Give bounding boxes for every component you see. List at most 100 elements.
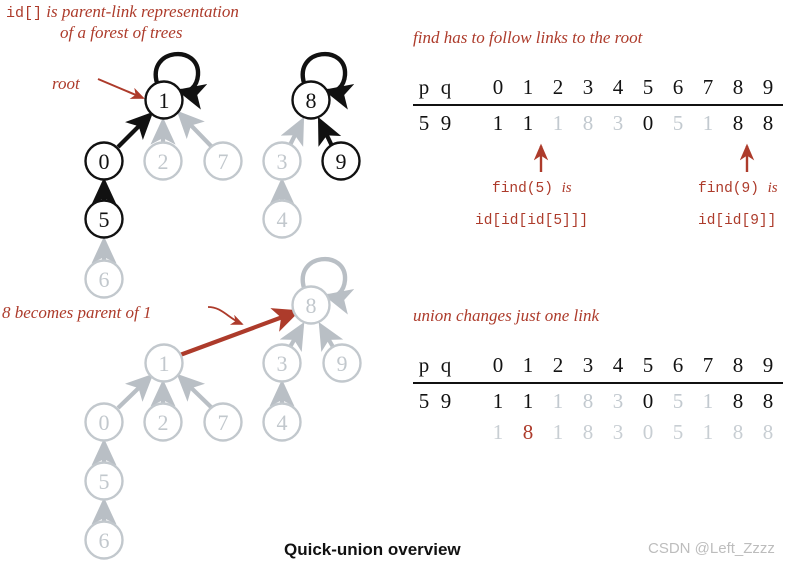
edge-self-loop-8-bottom: [300, 256, 355, 315]
edge-9-to-8-bottom: [318, 321, 344, 352]
col-header-4: 4: [612, 353, 624, 377]
find-table-body: 5 9 1 1 1 8 3 0 5 1 8 8: [413, 108, 783, 138]
node-top-5: 5: [84, 199, 124, 239]
node-bottom-0: 0: [84, 402, 124, 442]
find9-code: find(9): [698, 181, 759, 197]
find5-annotation-line1: find(5) is: [492, 180, 572, 197]
node-bottom-9: 9: [322, 343, 362, 383]
node-label: 6: [99, 267, 110, 292]
col-header-8: 8: [732, 353, 744, 377]
union-table-rule: [413, 382, 783, 385]
col-header-7: 7: [702, 353, 714, 377]
node-label: 7: [218, 410, 229, 435]
union-table-body: 5 9 1 1 1 8 3 0 5 1 8 8 1 8 1: [413, 386, 783, 447]
col-header-2: 2: [552, 353, 564, 377]
col-header-6: 6: [672, 353, 684, 377]
cell-id-7: 1: [702, 111, 714, 136]
cell-q-empty: [435, 417, 457, 447]
table-row: 5 9 1 1 1 8 3 0 5 1 8 8: [413, 108, 783, 138]
union-table-header-row: p q 0 1 2 3 4 5 6 7 8 9: [413, 350, 783, 382]
col-header-1: 1: [522, 353, 534, 377]
find-table-grid: p q 0 1 2 3 4 5 6 7 8 9: [413, 72, 783, 104]
col-header-p: p: [418, 75, 430, 99]
node-bottom-4: 4: [262, 402, 302, 442]
cell-id-4: 3: [612, 389, 624, 414]
cell-id-8: 8: [732, 389, 744, 414]
node-label: 2: [158, 149, 169, 174]
edge-0-to-1: [116, 111, 154, 149]
node-label: 0: [99, 410, 110, 435]
union-note-pointer-arrow: [207, 306, 244, 325]
node-top-3: 3: [262, 141, 302, 181]
header-code: id[]: [6, 5, 43, 22]
edge-7-to-1: [176, 110, 214, 149]
node-label: 9: [337, 351, 348, 376]
col-header-3: 3: [582, 75, 594, 99]
header-line-1: id[] is parent-link representation: [6, 1, 239, 24]
col-spacer: [457, 72, 483, 104]
node-label: 8: [306, 88, 317, 113]
node-label: 6: [99, 528, 110, 553]
union-note-label: 8 becomes parent of 1: [2, 303, 152, 322]
cell-id-0: 1: [492, 389, 504, 414]
cell-id-8: 8: [732, 111, 744, 136]
cell-updated-id-2: 1: [552, 419, 564, 444]
cell-id-1: 1: [522, 111, 534, 136]
top-tree-nodes: 1 0 2 7 5 6 8: [84, 80, 361, 299]
cell-updated-id-7: 1: [702, 419, 714, 444]
col-header-p: p: [418, 353, 430, 377]
cell-id-7: 1: [702, 389, 714, 414]
node-top-4: 4: [262, 199, 302, 239]
union-table: p q 0 1 2 3 4 5 6 7 8 9 5 9 1 1: [413, 350, 783, 447]
cell-spacer: [457, 108, 483, 138]
col-header-3: 3: [582, 353, 594, 377]
cell-id-5: 0: [642, 389, 654, 414]
find-table: p q 0 1 2 3 4 5 6 7 8 9 5 9 1 1: [413, 72, 783, 139]
node-bottom-1: 1: [144, 343, 184, 383]
cell-id-6: 5: [672, 111, 684, 136]
node-label: 3: [277, 351, 288, 376]
union-table-grid: p q 0 1 2 3 4 5 6 7 8 9: [413, 350, 783, 382]
edge-self-loop-8: [300, 51, 355, 110]
union-section-title: union changes just one link: [413, 306, 600, 325]
node-label: 7: [218, 149, 229, 174]
edge-self-loop-1: [153, 51, 208, 110]
cell-id-6: 5: [672, 389, 684, 414]
cell-updated-id-0: 1: [492, 419, 504, 444]
col-header-q: q: [440, 75, 452, 99]
node-top-1: 1: [144, 80, 184, 120]
col-header-9: 9: [762, 75, 774, 99]
node-label: 9: [336, 149, 347, 174]
col-header-6: 6: [672, 75, 684, 99]
find5-annotation-line2: id[id[id[5]]]: [475, 213, 589, 229]
node-label: 0: [99, 149, 110, 174]
table-row: 5 9 1 1 1 8 3 0 5 1 8 8: [413, 386, 783, 416]
node-label: 3: [277, 149, 288, 174]
table-row: 1 8 1 8 3 0 5 1 8 8: [413, 417, 783, 447]
node-top-9: 9: [321, 141, 361, 181]
header-line-2: of a forest of trees: [60, 23, 183, 42]
cell-updated-id-6: 5: [672, 419, 684, 444]
node-top-6: 6: [84, 259, 124, 299]
edge-3-to-8: [280, 116, 305, 147]
edge-0-to-1-bottom: [116, 373, 154, 410]
figure-title: Quick-union overview: [284, 540, 461, 559]
edge-1-to-8-new-union: [179, 308, 301, 357]
node-bottom-7: 7: [203, 402, 243, 442]
edge-3-to-8-bottom: [279, 321, 305, 352]
col-header-0: 0: [492, 75, 504, 99]
node-label: 5: [99, 469, 110, 494]
root-label: root: [52, 74, 80, 93]
cell-q: 9: [440, 111, 452, 136]
find5-is: is: [561, 180, 572, 196]
col-header-7: 7: [702, 75, 714, 99]
header-rest: is parent-link representation: [42, 2, 239, 21]
cell-updated-id-4: 3: [612, 419, 624, 444]
find-table-rule: [413, 104, 783, 107]
find9-is: is: [767, 180, 778, 196]
edge-9-to-8: [318, 116, 342, 147]
root-pointer-arrow: [97, 78, 145, 99]
find-table-header-row: p q 0 1 2 3 4 5 6 7 8 9: [413, 72, 783, 104]
cell-updated-id-9: 8: [762, 419, 774, 444]
